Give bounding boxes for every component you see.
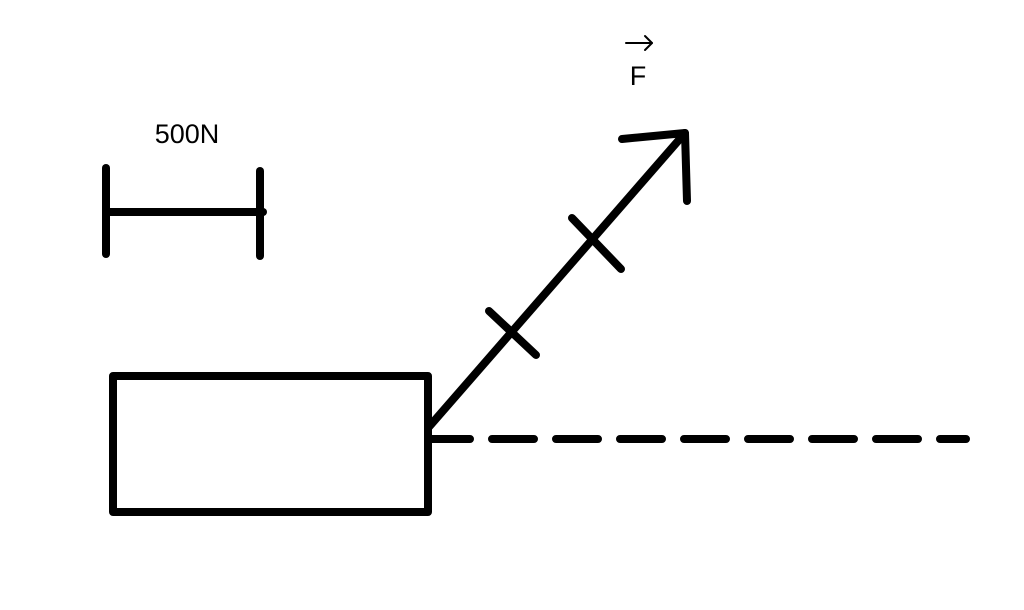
force-symbol: F: [630, 61, 647, 91]
vector-arrow-icon: [625, 35, 653, 51]
block: [109, 372, 432, 516]
force-vector-tick-mark: [485, 307, 540, 359]
force-vector-arrowhead: [618, 129, 691, 205]
scale-label: 500N: [155, 119, 220, 149]
force-vector: [424, 129, 691, 432]
force-vector-tick-mark: [568, 214, 625, 273]
scale-bar: 500N: [102, 119, 267, 260]
force-label: F: [625, 35, 653, 91]
force-vector-shaft: [424, 129, 689, 432]
